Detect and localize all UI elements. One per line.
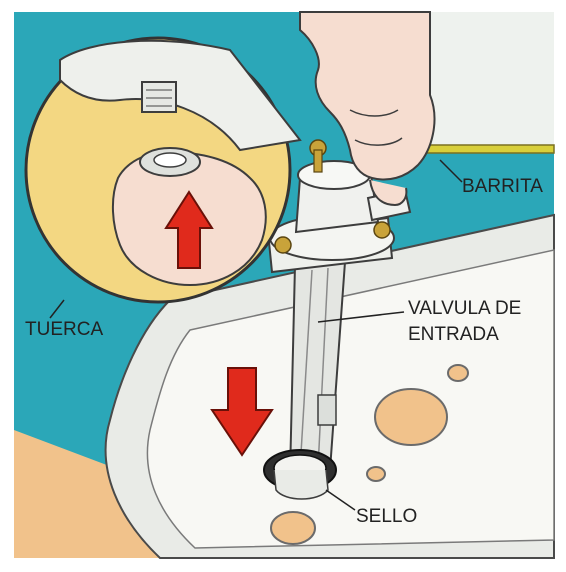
label-tuerca: TUERCA — [25, 319, 103, 340]
tank-hole-small-top — [448, 365, 468, 381]
brass-screw-right — [374, 222, 390, 238]
label-barrita: BARRITA — [462, 176, 543, 197]
label-valvula-line1: VALVULA DE — [408, 298, 521, 319]
label-valvula-line2: ENTRADA — [408, 324, 499, 345]
tank-hole-small-mid — [367, 467, 385, 481]
tank-hole-large — [375, 389, 447, 445]
label-sello: SELLO — [356, 506, 417, 527]
brass-screw-left — [275, 237, 291, 253]
tank-hole-bottom — [271, 512, 315, 544]
